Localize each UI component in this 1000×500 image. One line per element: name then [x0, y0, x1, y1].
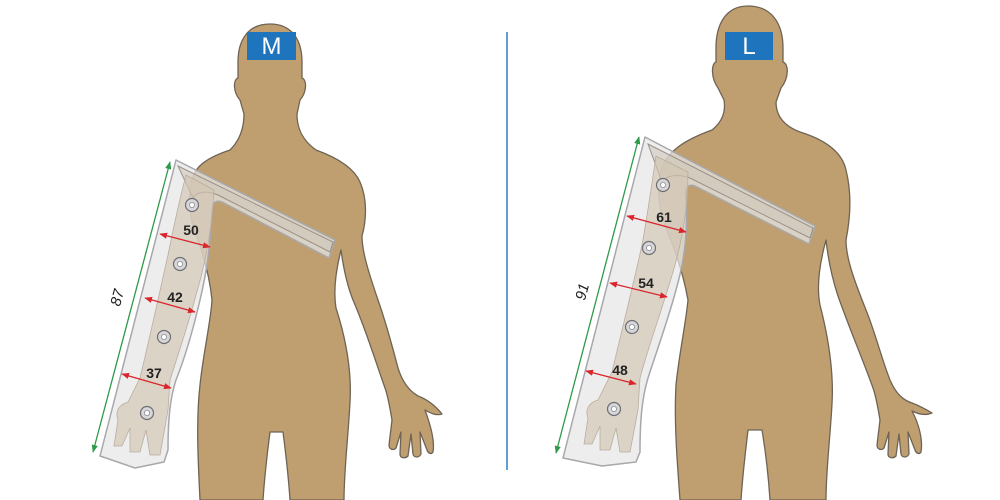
- sleeve-button: [655, 177, 671, 193]
- circumference-label: 54: [638, 275, 654, 291]
- size-badge: M: [247, 32, 296, 60]
- circumference-arrow: [159, 232, 211, 249]
- circumference-arrow: [609, 281, 668, 299]
- size-panel-l: 91 61 54 48 L: [554, 5, 933, 500]
- circumference-arrow: [585, 369, 637, 386]
- sleeve-button: [641, 240, 657, 256]
- length-arrow: [554, 136, 641, 454]
- length-label: 91: [572, 282, 593, 303]
- size-badge: L: [725, 32, 773, 60]
- circumference-label: 37: [146, 365, 162, 381]
- circumference-arrow: [144, 296, 196, 314]
- svg-text:M: M: [262, 33, 282, 60]
- sleeve-button: [156, 329, 172, 345]
- body-silhouette: [188, 23, 443, 500]
- sleeve-button: [172, 256, 188, 272]
- circumference-label: 50: [183, 222, 199, 238]
- sleeve-button: [139, 405, 155, 421]
- sleeve-button: [606, 401, 622, 417]
- body-silhouette: [658, 5, 933, 500]
- circumference-arrow: [626, 214, 687, 234]
- size-panel-m: 87 50 42 37 M: [91, 23, 443, 500]
- circumference-arrow: [121, 372, 172, 390]
- sleeve-button: [184, 197, 200, 213]
- length-arrow: [91, 161, 172, 453]
- length-label: 87: [107, 287, 128, 308]
- circumference-label: 42: [167, 289, 183, 305]
- circumference-label: 61: [656, 209, 672, 225]
- sleeve-button: [624, 319, 640, 335]
- circumference-label: 48: [612, 362, 628, 378]
- svg-text:L: L: [742, 33, 755, 60]
